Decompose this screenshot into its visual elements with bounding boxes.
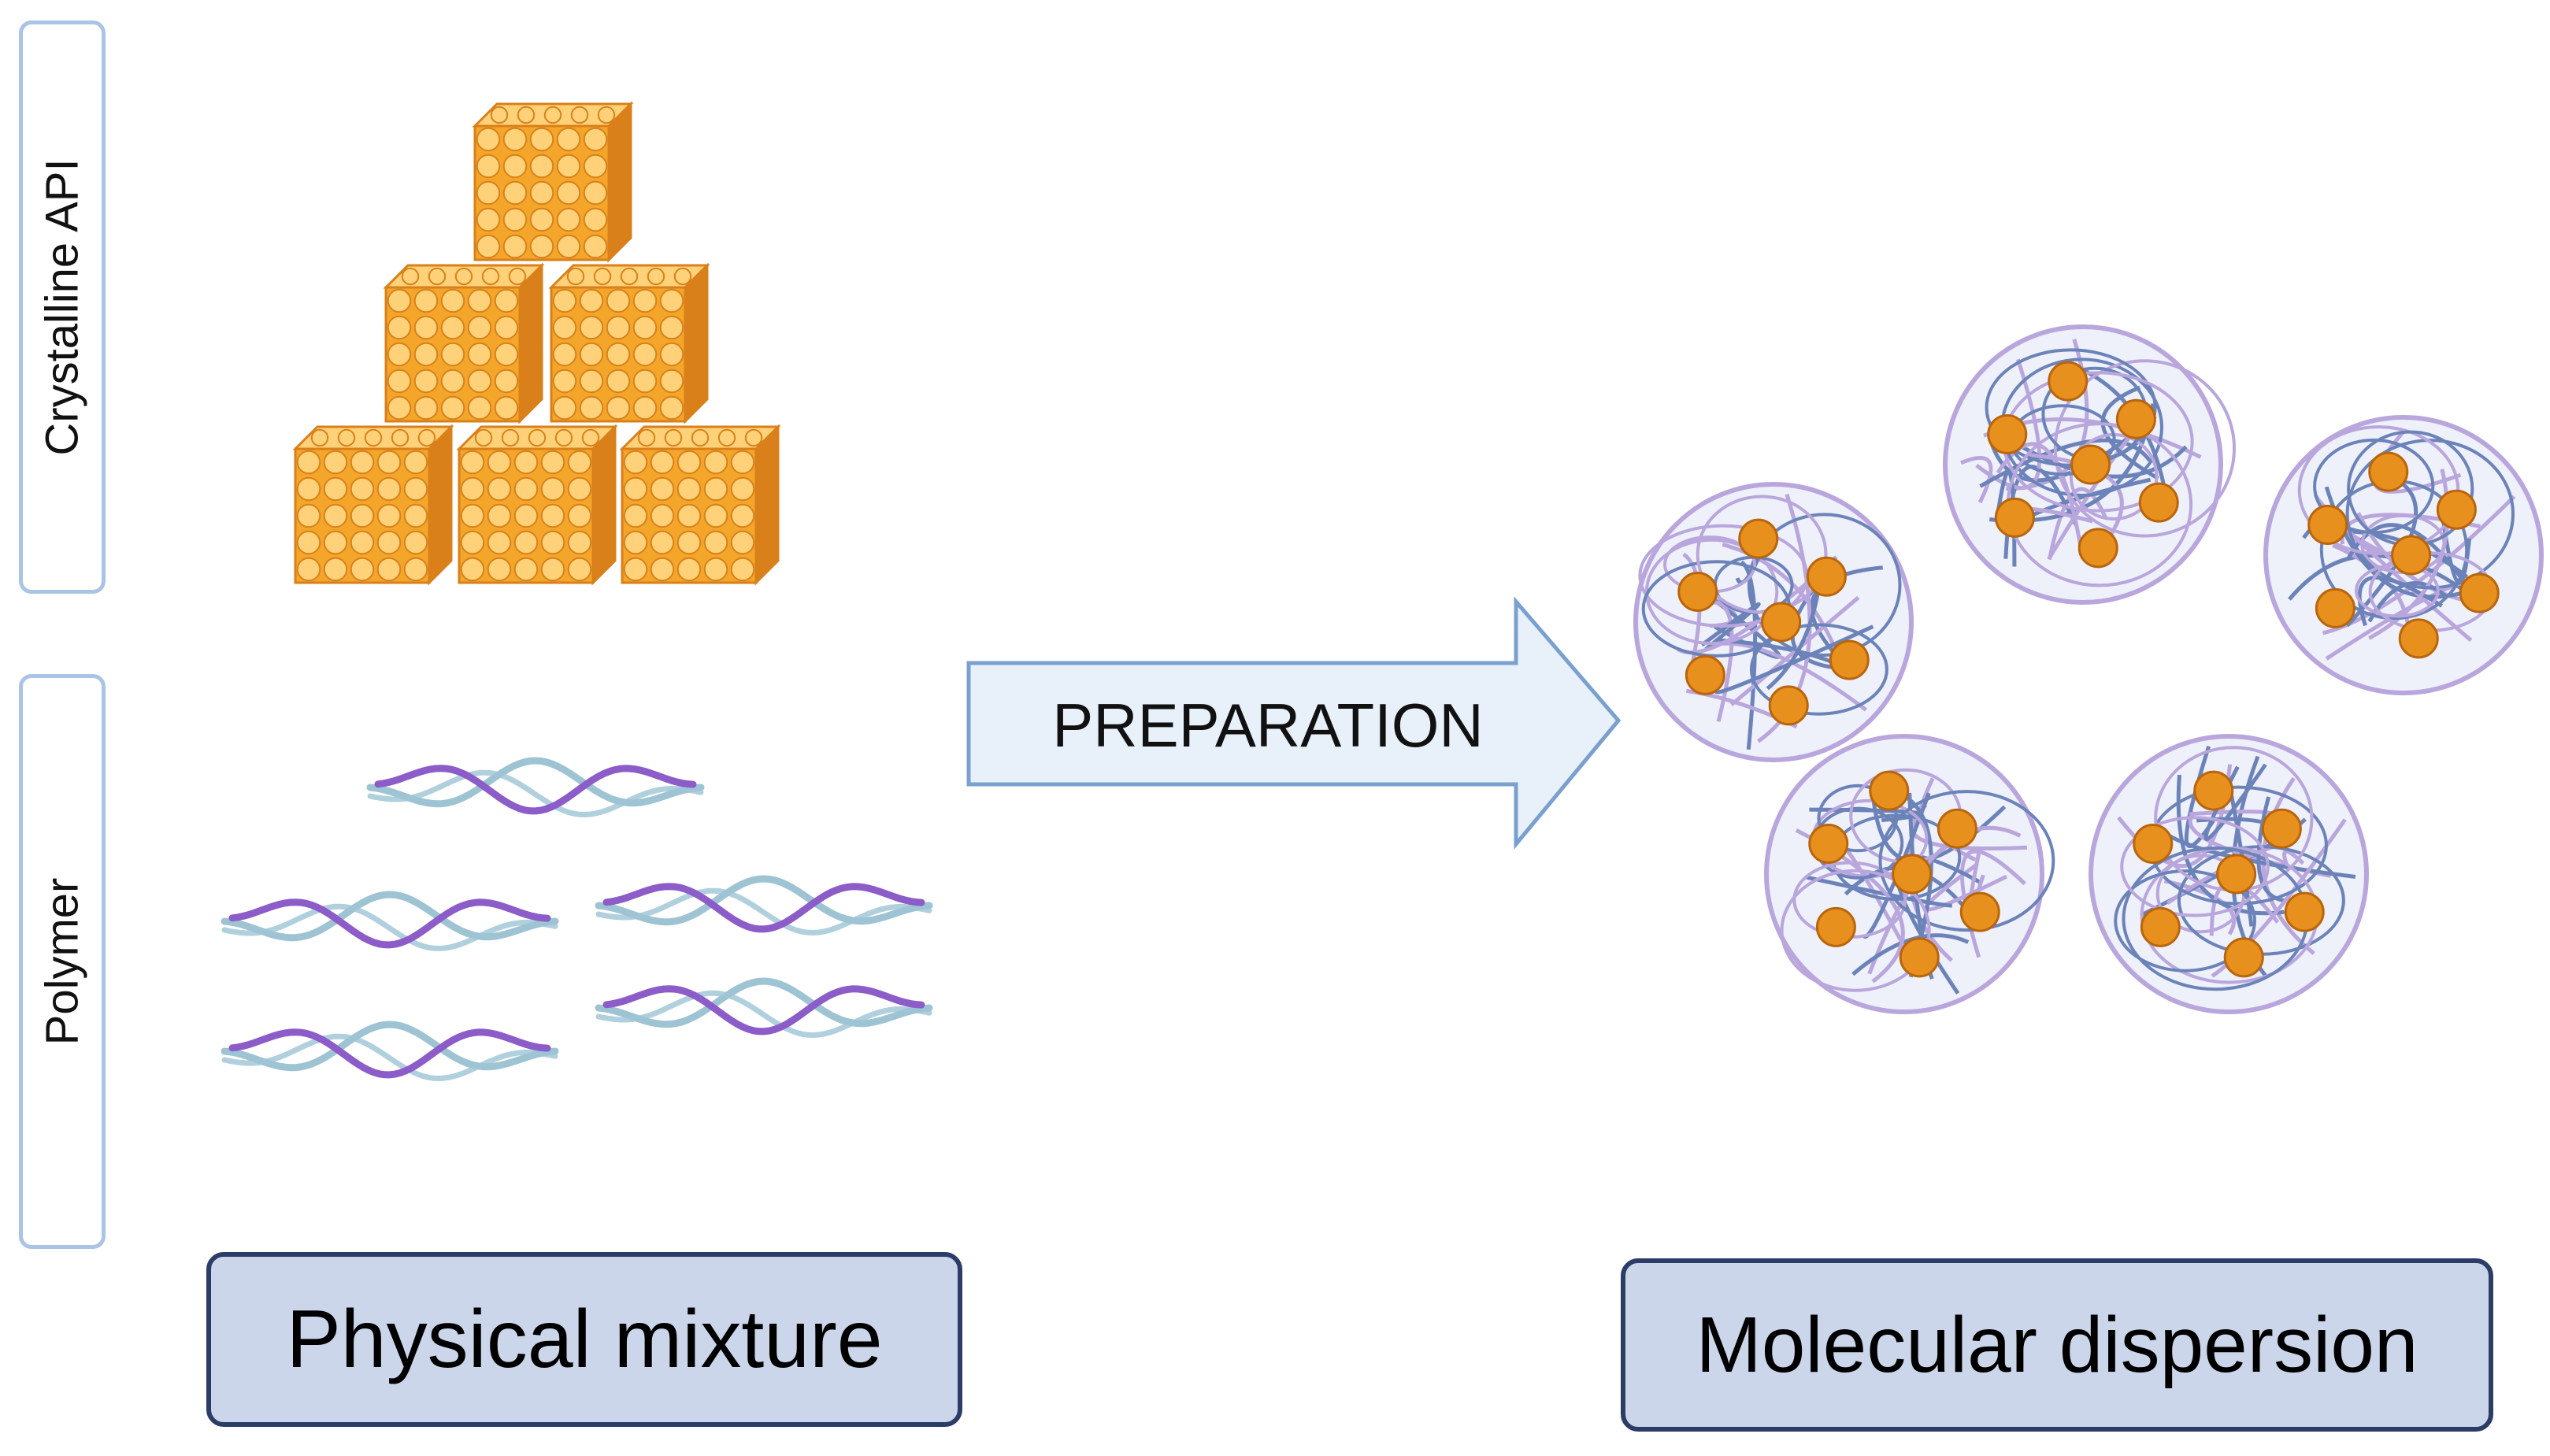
crystal-cube-icon	[292, 424, 454, 586]
crystal-cube-icon	[472, 101, 634, 263]
crystalline-api-side-label: Crystalline API	[19, 20, 106, 594]
dispersion-particle-icon	[2089, 734, 2369, 1014]
polymer-strand-icon	[221, 891, 559, 952]
crystal-cube-icon	[456, 424, 618, 586]
crystal-cube-icon	[619, 424, 781, 586]
physical-mixture-label: Physical mixture	[286, 1293, 883, 1385]
crystalline-api-label: Crystalline API	[36, 158, 88, 456]
physical-mixture-caption: Physical mixture	[206, 1252, 962, 1427]
dispersion-particle-icon	[1764, 734, 2055, 1014]
dispersion-particle-icon	[2263, 415, 2544, 695]
preparation-label: PREPARATION	[1052, 690, 1484, 760]
molecular-dispersion-caption: Molecular dispersion	[1621, 1258, 2493, 1432]
polymer-strand-icon	[221, 1021, 559, 1082]
arrow-icon	[966, 596, 1622, 850]
polymer-strand-icon	[595, 875, 933, 936]
polymer-side-label: Polymer	[19, 674, 106, 1249]
molecular-dispersion-label: Molecular dispersion	[1696, 1300, 2418, 1389]
dispersion-particle-icon	[1943, 324, 2236, 605]
crystal-cube-icon	[548, 262, 710, 424]
polymer-strand-icon	[366, 757, 705, 818]
crystal-cube-icon	[383, 262, 545, 424]
preparation-arrow	[966, 596, 1622, 850]
dispersion-particle-icon	[1633, 482, 1914, 762]
crystal-stack	[292, 101, 781, 586]
polymer-strand-icon	[595, 977, 933, 1039]
polymer-strands	[221, 757, 933, 1082]
polymer-label: Polymer	[36, 877, 88, 1046]
dispersion-particles	[1633, 324, 2544, 1014]
